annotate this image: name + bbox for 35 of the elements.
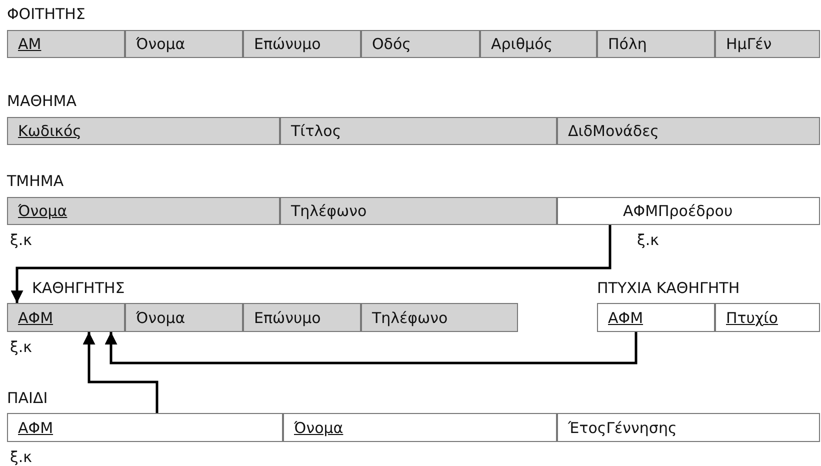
attribute-cell: Πόλη xyxy=(597,30,715,58)
arrow xyxy=(104,332,638,364)
table-name: ΠΤΥΧΙΑ ΚΑΘΗΓΗΤΗ xyxy=(597,278,740,298)
foreign-key-note: ξ.κ xyxy=(637,231,659,249)
attribute-cell: Επώνυμο xyxy=(243,303,361,332)
key-attribute-cell: ΑΜ xyxy=(7,30,125,58)
attribute-cell: Τηλέφωνο xyxy=(361,303,518,332)
attribute-cell: Επώνυμο xyxy=(243,30,361,58)
foreign-key-note: ξ.κ xyxy=(10,448,32,466)
key-attribute-cell: Όνομα xyxy=(283,413,557,442)
table-name: ΤΜΗΜΑ xyxy=(7,171,64,191)
foreign-key-note: ξ.κ xyxy=(10,338,32,356)
key-attribute-cell: ΑΦΜ xyxy=(597,303,715,332)
attribute-cell: Όνομα xyxy=(125,303,243,332)
attribute-cell: ΗμΓέν xyxy=(715,30,820,58)
table-name: ΦΟΙΤΗΤΗΣ xyxy=(7,4,86,24)
attribute-cell: Αριθμός xyxy=(480,30,597,58)
arrow xyxy=(82,332,158,413)
attribute-cell: Οδός xyxy=(361,30,480,58)
key-attribute-cell: Όνομα xyxy=(7,197,280,225)
key-attribute-cell: ΑΦΜ xyxy=(7,303,125,332)
table-name: ΠΑΙΔΙ xyxy=(7,388,48,408)
attribute-cell: ΈτοςΓέννησης xyxy=(557,413,820,442)
foreign-key-note: ξ.κ xyxy=(10,231,32,249)
table-name: ΜΑΘΗΜΑ xyxy=(7,91,76,111)
attribute-cell: Τηλέφωνο xyxy=(280,197,557,225)
arrow xyxy=(10,225,612,303)
key-attribute-cell: Πτυχίο xyxy=(715,303,820,332)
attribute-cell: ΔιδΜονάδες xyxy=(557,117,820,145)
attribute-cell: ΑΦΜΠροέδρου xyxy=(557,197,820,225)
attribute-cell: Όνομα xyxy=(125,30,243,58)
attribute-cell: Τίτλος xyxy=(280,117,557,145)
key-attribute-cell: ΑΦΜ xyxy=(7,413,283,442)
key-attribute-cell: Κωδικός xyxy=(7,117,280,145)
table-name: ΚΑΘΗΓΗΤΗΣ xyxy=(32,278,125,298)
